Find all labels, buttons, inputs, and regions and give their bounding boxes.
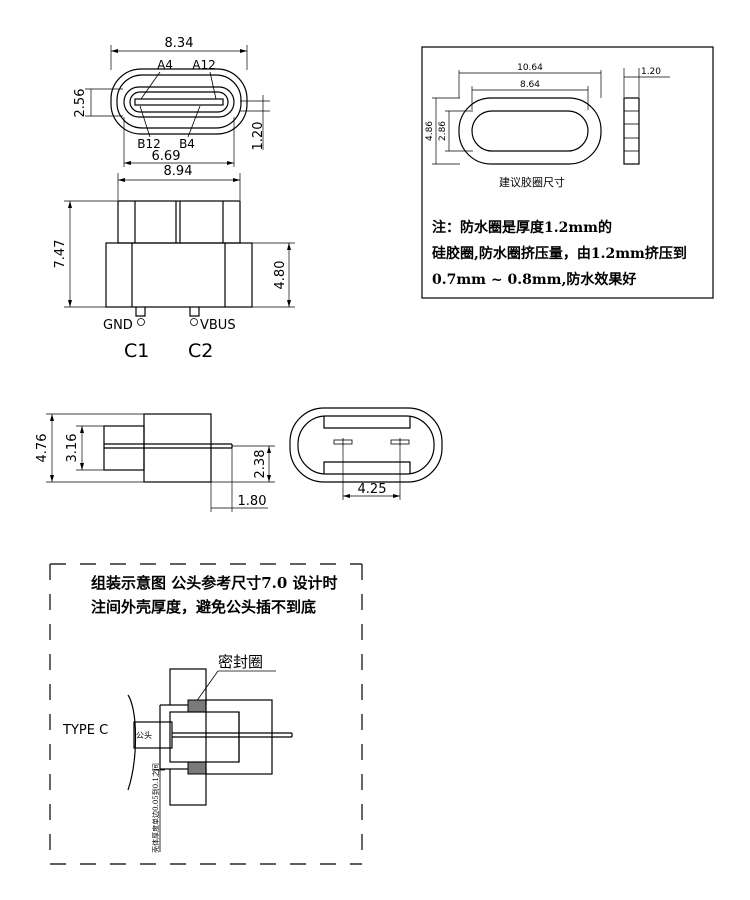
leader-line	[140, 71, 161, 100]
dim-arrow	[267, 475, 271, 482]
dim-arrow	[287, 243, 291, 250]
pin-label-b4: B4	[179, 137, 195, 151]
gasket-outer-height-dim: 4.86	[425, 121, 435, 141]
dim-arrow	[68, 201, 72, 208]
side-view: 4.76 3.16 2.38 1.80	[35, 413, 275, 512]
pin-label-b12: B12	[137, 137, 161, 151]
gasket-side-profile	[623, 97, 640, 165]
dim-arrow	[68, 300, 72, 307]
pin-c1	[135, 307, 146, 317]
gasket-note-line1: 注：防水圈是厚度1.2mm的	[432, 219, 612, 236]
gasket-caption: 建议胶圈尺寸	[499, 175, 565, 189]
male-plug-cable	[127, 694, 137, 791]
dim-arrow	[393, 494, 400, 498]
gasket-note-line2: 硅胶圈,防水圈挤压量，由1.2mm挤压到	[432, 245, 687, 262]
pin-c2-hole	[190, 318, 198, 326]
side-view-pin-height-dim: 2.38	[253, 450, 268, 479]
dim-arrow	[267, 446, 271, 453]
seal-ring-upper	[187, 699, 207, 713]
dim-arrow	[287, 300, 291, 307]
gasket-box: 10.64 8.64 4.86 2.86 1.20 建议胶圈尺寸 注：防水圈是厚…	[421, 46, 714, 299]
label-c1: C1	[124, 340, 149, 362]
top-view-shell-inner	[116, 74, 242, 129]
dim-arrow	[343, 494, 350, 498]
dim-arrow	[124, 161, 131, 165]
pin-c2	[189, 307, 200, 317]
side-view-pin-offset-dim: 1.80	[238, 494, 267, 509]
front-view-upper-block	[117, 200, 241, 244]
dim-arrow	[50, 475, 54, 482]
bottom-view-shell-inner	[297, 415, 435, 475]
label-vbus: VBUS	[200, 318, 236, 333]
leader-line	[187, 105, 201, 138]
bottom-view-shell-outer	[289, 407, 443, 483]
seal-ring-lower	[187, 761, 207, 775]
dim-arrow	[118, 178, 125, 182]
top-view-port-inner	[129, 91, 229, 113]
top-view-width-dim: 8.34	[165, 36, 194, 51]
dim-arrow	[80, 426, 84, 433]
pin-c1-hole	[137, 318, 145, 326]
gasket-thickness-dim: 1.20	[641, 67, 661, 77]
bottom-view: 4.25	[289, 407, 443, 500]
dim-arrow	[240, 49, 247, 53]
leader-line	[209, 71, 217, 100]
top-view-inner-dim: 6.69	[152, 149, 181, 164]
top-view-tongue	[134, 98, 224, 106]
gasket-inner-width-dim: 8.64	[520, 80, 540, 90]
bottom-view-pin-spacing-dim: 4.25	[358, 482, 387, 497]
front-view-body-height-dim: 4.80	[273, 261, 288, 290]
top-view-depth-dim: 1.20	[251, 122, 266, 151]
dim-arrow	[80, 463, 84, 470]
bottom-view-notch-bottom	[323, 461, 411, 474]
gasket-ring-outer	[458, 97, 602, 165]
assembly-box: 组装示意图 公头参考尺寸7.0 设计时 注间外壳厚度，避免公头插不到底 密封圈 …	[49, 563, 363, 865]
bottom-view-notch-top	[323, 416, 411, 429]
male-plug	[133, 721, 173, 749]
label-c2: C2	[188, 340, 213, 362]
gap-label: 壳体厚度单边0.05到0.1之间	[151, 763, 160, 853]
front-view-width-dim: 8.94	[164, 164, 193, 179]
top-view-port-outline	[123, 86, 235, 118]
top-view-height-dim: 2.56	[73, 89, 88, 118]
leader-line	[139, 105, 151, 138]
front-view-total-height-dim: 7.47	[53, 240, 68, 269]
top-view-shell-outer	[110, 68, 248, 135]
seal-leader	[195, 670, 219, 703]
gasket-inner-height-dim: 2.86	[438, 121, 448, 141]
assembly-title-line1: 组装示意图 公头参考尺寸7.0 设计时	[91, 574, 338, 592]
top-view: 8.34 A4 A12 2.56 1.20 B12 B4 6.69	[73, 36, 270, 167]
assembly-title-line2: 注间外壳厚度，避免公头插不到底	[91, 598, 316, 616]
side-view-total-height-dim: 4.76	[35, 434, 50, 463]
dim-arrow	[227, 161, 234, 165]
gasket-box-frame	[421, 46, 714, 299]
front-view-body	[105, 242, 253, 308]
gasket-ring-inner	[471, 110, 589, 152]
dim-arrow	[50, 414, 54, 421]
front-view: 8.94 7.47 4.80 GND VBUS C1 C2	[53, 164, 295, 362]
gasket-note-line3: 0.7mm ~ 0.8mm,防水效果好	[432, 271, 636, 288]
side-view-body-height-dim: 3.16	[65, 434, 80, 463]
male-label: 公头	[136, 730, 152, 740]
label-gnd: GND	[103, 318, 133, 333]
gasket-outer-width-dim: 10.64	[517, 63, 543, 73]
dim-arrow	[111, 49, 118, 53]
seal-label: 密封圈	[218, 653, 263, 671]
dim-arrow	[233, 178, 240, 182]
pin-label-a4: A4	[157, 58, 173, 72]
type-c-label: TYPE C	[62, 723, 108, 738]
pin-label-a12: A12	[192, 58, 215, 72]
